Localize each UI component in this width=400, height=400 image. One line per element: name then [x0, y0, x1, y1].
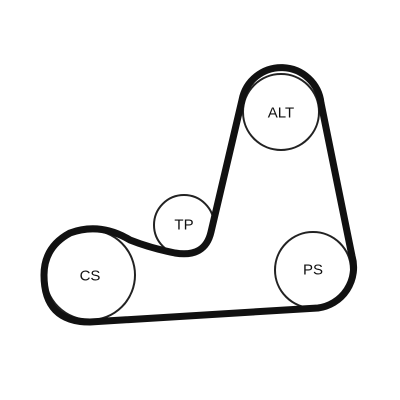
pulley-label-alt: ALT	[268, 105, 294, 122]
pulley-ps: PS	[274, 231, 352, 309]
pulley-alt: ALT	[242, 73, 320, 151]
pulley-label-ps: PS	[303, 262, 323, 279]
pulley-label-cs: CS	[80, 268, 101, 285]
serpentine-belt	[40, 64, 358, 326]
pulley-label-tp: TP	[174, 217, 193, 234]
